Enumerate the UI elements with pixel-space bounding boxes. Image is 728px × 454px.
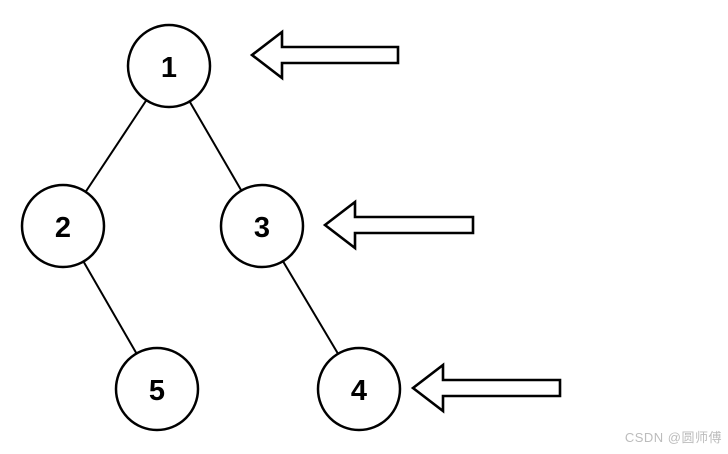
tree-node-4: 4	[316, 346, 402, 432]
node-circle	[114, 346, 200, 432]
node-label: 5	[149, 375, 165, 407]
node-circle	[126, 23, 212, 109]
node-circle	[219, 183, 305, 269]
tree-node-3: 3	[219, 183, 305, 269]
node-label: 2	[55, 212, 71, 244]
node-label: 3	[254, 212, 270, 244]
tree-node-1: 1	[126, 23, 212, 109]
node-label: 4	[351, 375, 367, 407]
left-arrow-icon	[410, 362, 562, 414]
node-label: 1	[161, 52, 177, 84]
left-arrow-icon	[249, 29, 400, 81]
tree-node-2: 2	[20, 183, 106, 269]
node-circle	[316, 346, 402, 432]
csdn-watermark: CSDN @圆师傅	[624, 430, 722, 445]
tree-node-5: 5	[114, 346, 200, 432]
node-circle	[20, 183, 106, 269]
left-arrow-icon	[322, 199, 475, 251]
